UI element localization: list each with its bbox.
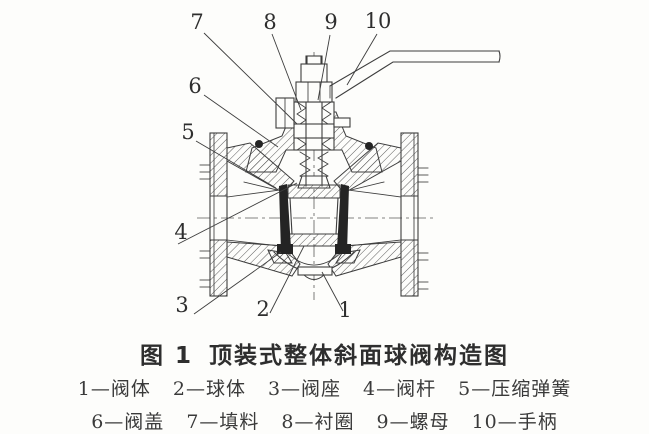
valve-diagram: 7 8 9 10 6 5 4 3 2 1: [174, 9, 501, 322]
callout-1: 1: [338, 298, 351, 322]
leader-line-8: [271, 33, 302, 111]
leader-line-5: [195, 140, 277, 189]
stem-nut: [295, 81, 333, 103]
figure-number: 图 1: [139, 343, 193, 369]
leader-line-10: [346, 33, 378, 86]
legend-item: 7—填料: [186, 411, 260, 433]
callout-9: 9: [324, 10, 337, 34]
legend-item: 8—衬圈: [281, 411, 355, 433]
callout-8: 8: [263, 10, 276, 34]
leader-lines: [177, 32, 378, 315]
callout-6: 6: [188, 74, 201, 98]
callout-labels: 7 8 9 10 6 5 4 3 2 1: [174, 9, 391, 322]
legend-item: 2—球体: [172, 378, 246, 400]
leader-line-3: [193, 251, 282, 315]
leader-line-4: [177, 182, 298, 245]
legend-item: 5—压缩弹簧: [458, 378, 572, 400]
callout-7: 7: [190, 10, 203, 34]
seat-right: [335, 184, 351, 254]
parts-legend: 1—阀体 2—球体 3—阀座 4—阀杆 5—压缩弹簧 6—阀盖 7—填料 8—衬…: [0, 374, 649, 434]
callout-4: 4: [174, 220, 187, 244]
legend-item: 3—阀座: [267, 378, 342, 400]
legend-item: 9—螺母: [376, 411, 450, 433]
legend-row-2: 6—阀盖 7—填料 8—衬圈 9—螺母 10—手柄: [0, 407, 649, 434]
leader-line-9: [317, 34, 331, 101]
ball: [287, 184, 341, 247]
legend-item: 4—阀杆: [363, 378, 437, 400]
figure-title: 顶装式整体斜面球阀构造图: [209, 343, 509, 369]
gland-tab-right: [333, 117, 351, 128]
spring-retainer-dot-left: [255, 140, 263, 148]
leader-line-2: [269, 245, 305, 314]
flange-left: [199, 132, 228, 297]
leader-line-1: [321, 271, 344, 312]
leader-line-6: [203, 94, 279, 148]
packing-box: [275, 97, 351, 151]
handle: [329, 50, 501, 99]
gland-nut-stack: [295, 55, 333, 103]
spring-retainer-dot-right: [365, 142, 373, 150]
figure-caption: 图 1 顶装式整体斜面球阀构造图: [0, 336, 649, 370]
flange-right: [400, 132, 429, 297]
leader-line-7: [203, 32, 298, 125]
lining-ring: [293, 123, 335, 139]
legend-row-1: 1—阀体 2—球体 3—阀座 4—阀杆 5—压缩弹簧: [0, 374, 649, 401]
callout-10: 10: [365, 9, 392, 33]
legend-item: 1—阀体: [77, 378, 151, 400]
callout-5: 5: [181, 120, 194, 144]
seat-left: [277, 184, 293, 254]
legend-item: 10—手柄: [471, 411, 558, 433]
legend-item: 6—阀盖: [91, 411, 165, 433]
callout-2: 2: [256, 297, 269, 321]
callout-3: 3: [175, 293, 188, 317]
